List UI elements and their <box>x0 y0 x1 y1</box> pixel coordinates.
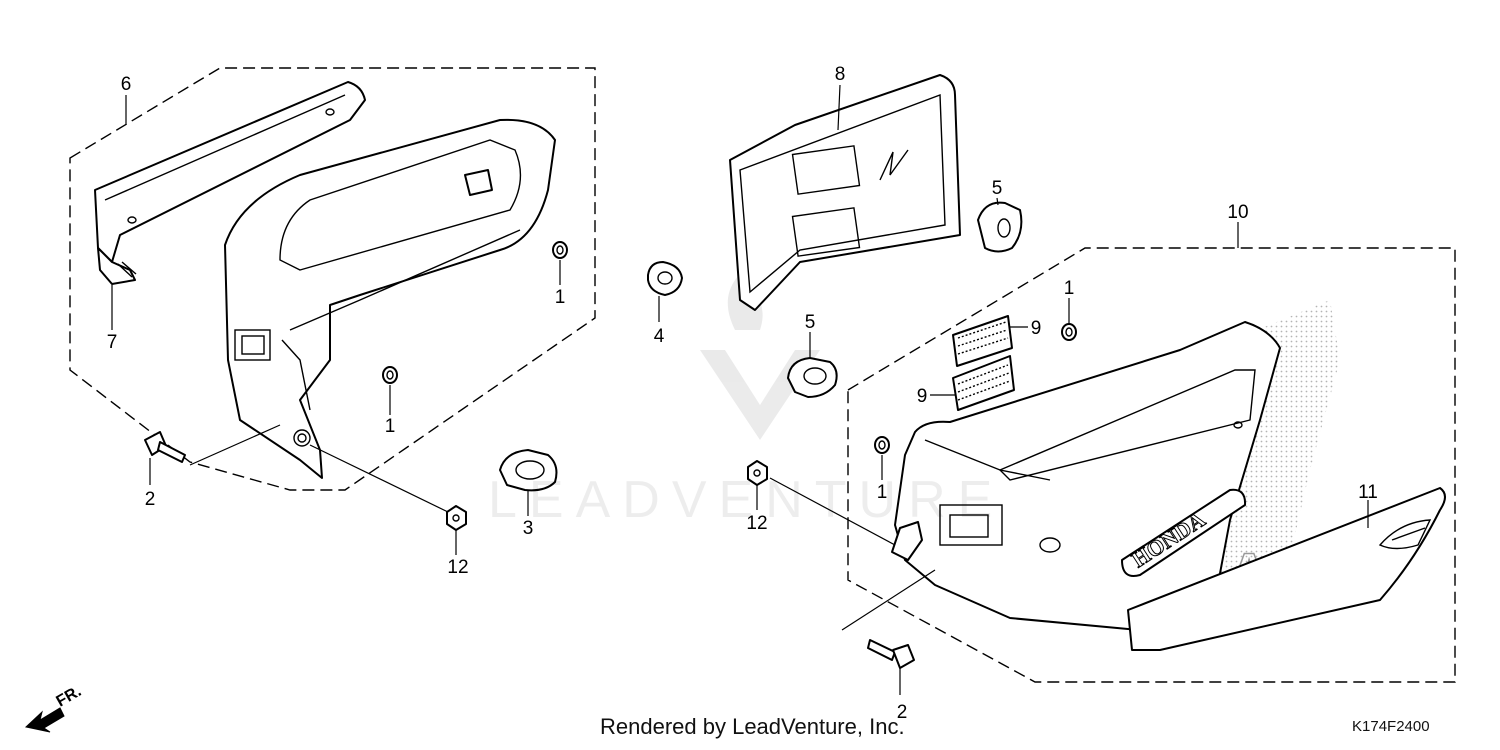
callout-5-a: 5 <box>992 178 1003 199</box>
callout-2-a: 2 <box>145 489 156 510</box>
callout-1-c: 1 <box>1064 278 1075 299</box>
callout-1-b: 1 <box>385 416 396 437</box>
callout-2-b: 2 <box>897 702 908 723</box>
right-assembly-boundary <box>847 247 1456 683</box>
part-6-strip[interactable] <box>94 81 366 263</box>
part-12-nut-a[interactable] <box>309 444 467 531</box>
left-assembly-boundary <box>69 67 596 491</box>
callout-11: 11 <box>1358 482 1378 503</box>
left-side-cover[interactable] <box>224 118 556 479</box>
part-7-clip[interactable] <box>97 247 137 285</box>
part-3-grommet[interactable] <box>499 449 558 492</box>
part-8-pad[interactable] <box>729 74 961 311</box>
part-4-grommet[interactable] <box>647 261 683 296</box>
part-1-grommet-d[interactable] <box>874 436 890 454</box>
callout-6: 6 <box>121 74 132 95</box>
callout-3: 3 <box>523 518 534 539</box>
callout-9-a: 9 <box>1031 318 1042 339</box>
callout-8: 8 <box>835 64 846 85</box>
part-1-grommet-b[interactable] <box>382 366 398 384</box>
figure-code: K174F2400 <box>1352 718 1430 735</box>
callout-labels: 6 7 1 1 2 12 3 4 8 5 5 10 1 9 9 1 12 11 … <box>107 64 1378 723</box>
front-indicator: FR. <box>24 683 85 733</box>
leader-lines <box>111 84 1369 695</box>
credit-text: Rendered by LeadVenture, Inc. <box>600 714 905 739</box>
part-10-side-cover[interactable]: HONDA <box>891 321 1281 633</box>
callout-10: 10 <box>1227 202 1248 223</box>
callout-12-a: 12 <box>447 557 468 578</box>
callout-1-a: 1 <box>555 287 566 308</box>
watermark-text: LEADVENTURE <box>488 471 1005 529</box>
callout-4: 4 <box>654 326 665 347</box>
part-2-bolt-a[interactable] <box>144 424 281 466</box>
part-5-grommet-a[interactable] <box>977 201 1023 253</box>
part-2-bolt-b[interactable] <box>841 569 936 669</box>
part-9-pad-b[interactable] <box>952 355 1015 411</box>
callout-7: 7 <box>107 332 118 353</box>
front-indicator-label: FR. <box>54 683 85 711</box>
part-9-pad-a[interactable] <box>952 315 1013 367</box>
callout-9-b: 9 <box>917 386 928 407</box>
callout-1-d: 1 <box>877 482 888 503</box>
part-1-grommet-c[interactable] <box>1061 323 1077 341</box>
callout-5-b: 5 <box>805 312 816 333</box>
part-5-grommet-b[interactable] <box>787 357 838 398</box>
part-1-grommet-a[interactable] <box>552 241 568 259</box>
part-11-trim[interactable] <box>1127 487 1446 651</box>
part-12-nut-b[interactable] <box>747 460 896 546</box>
callout-12-b: 12 <box>746 513 767 534</box>
